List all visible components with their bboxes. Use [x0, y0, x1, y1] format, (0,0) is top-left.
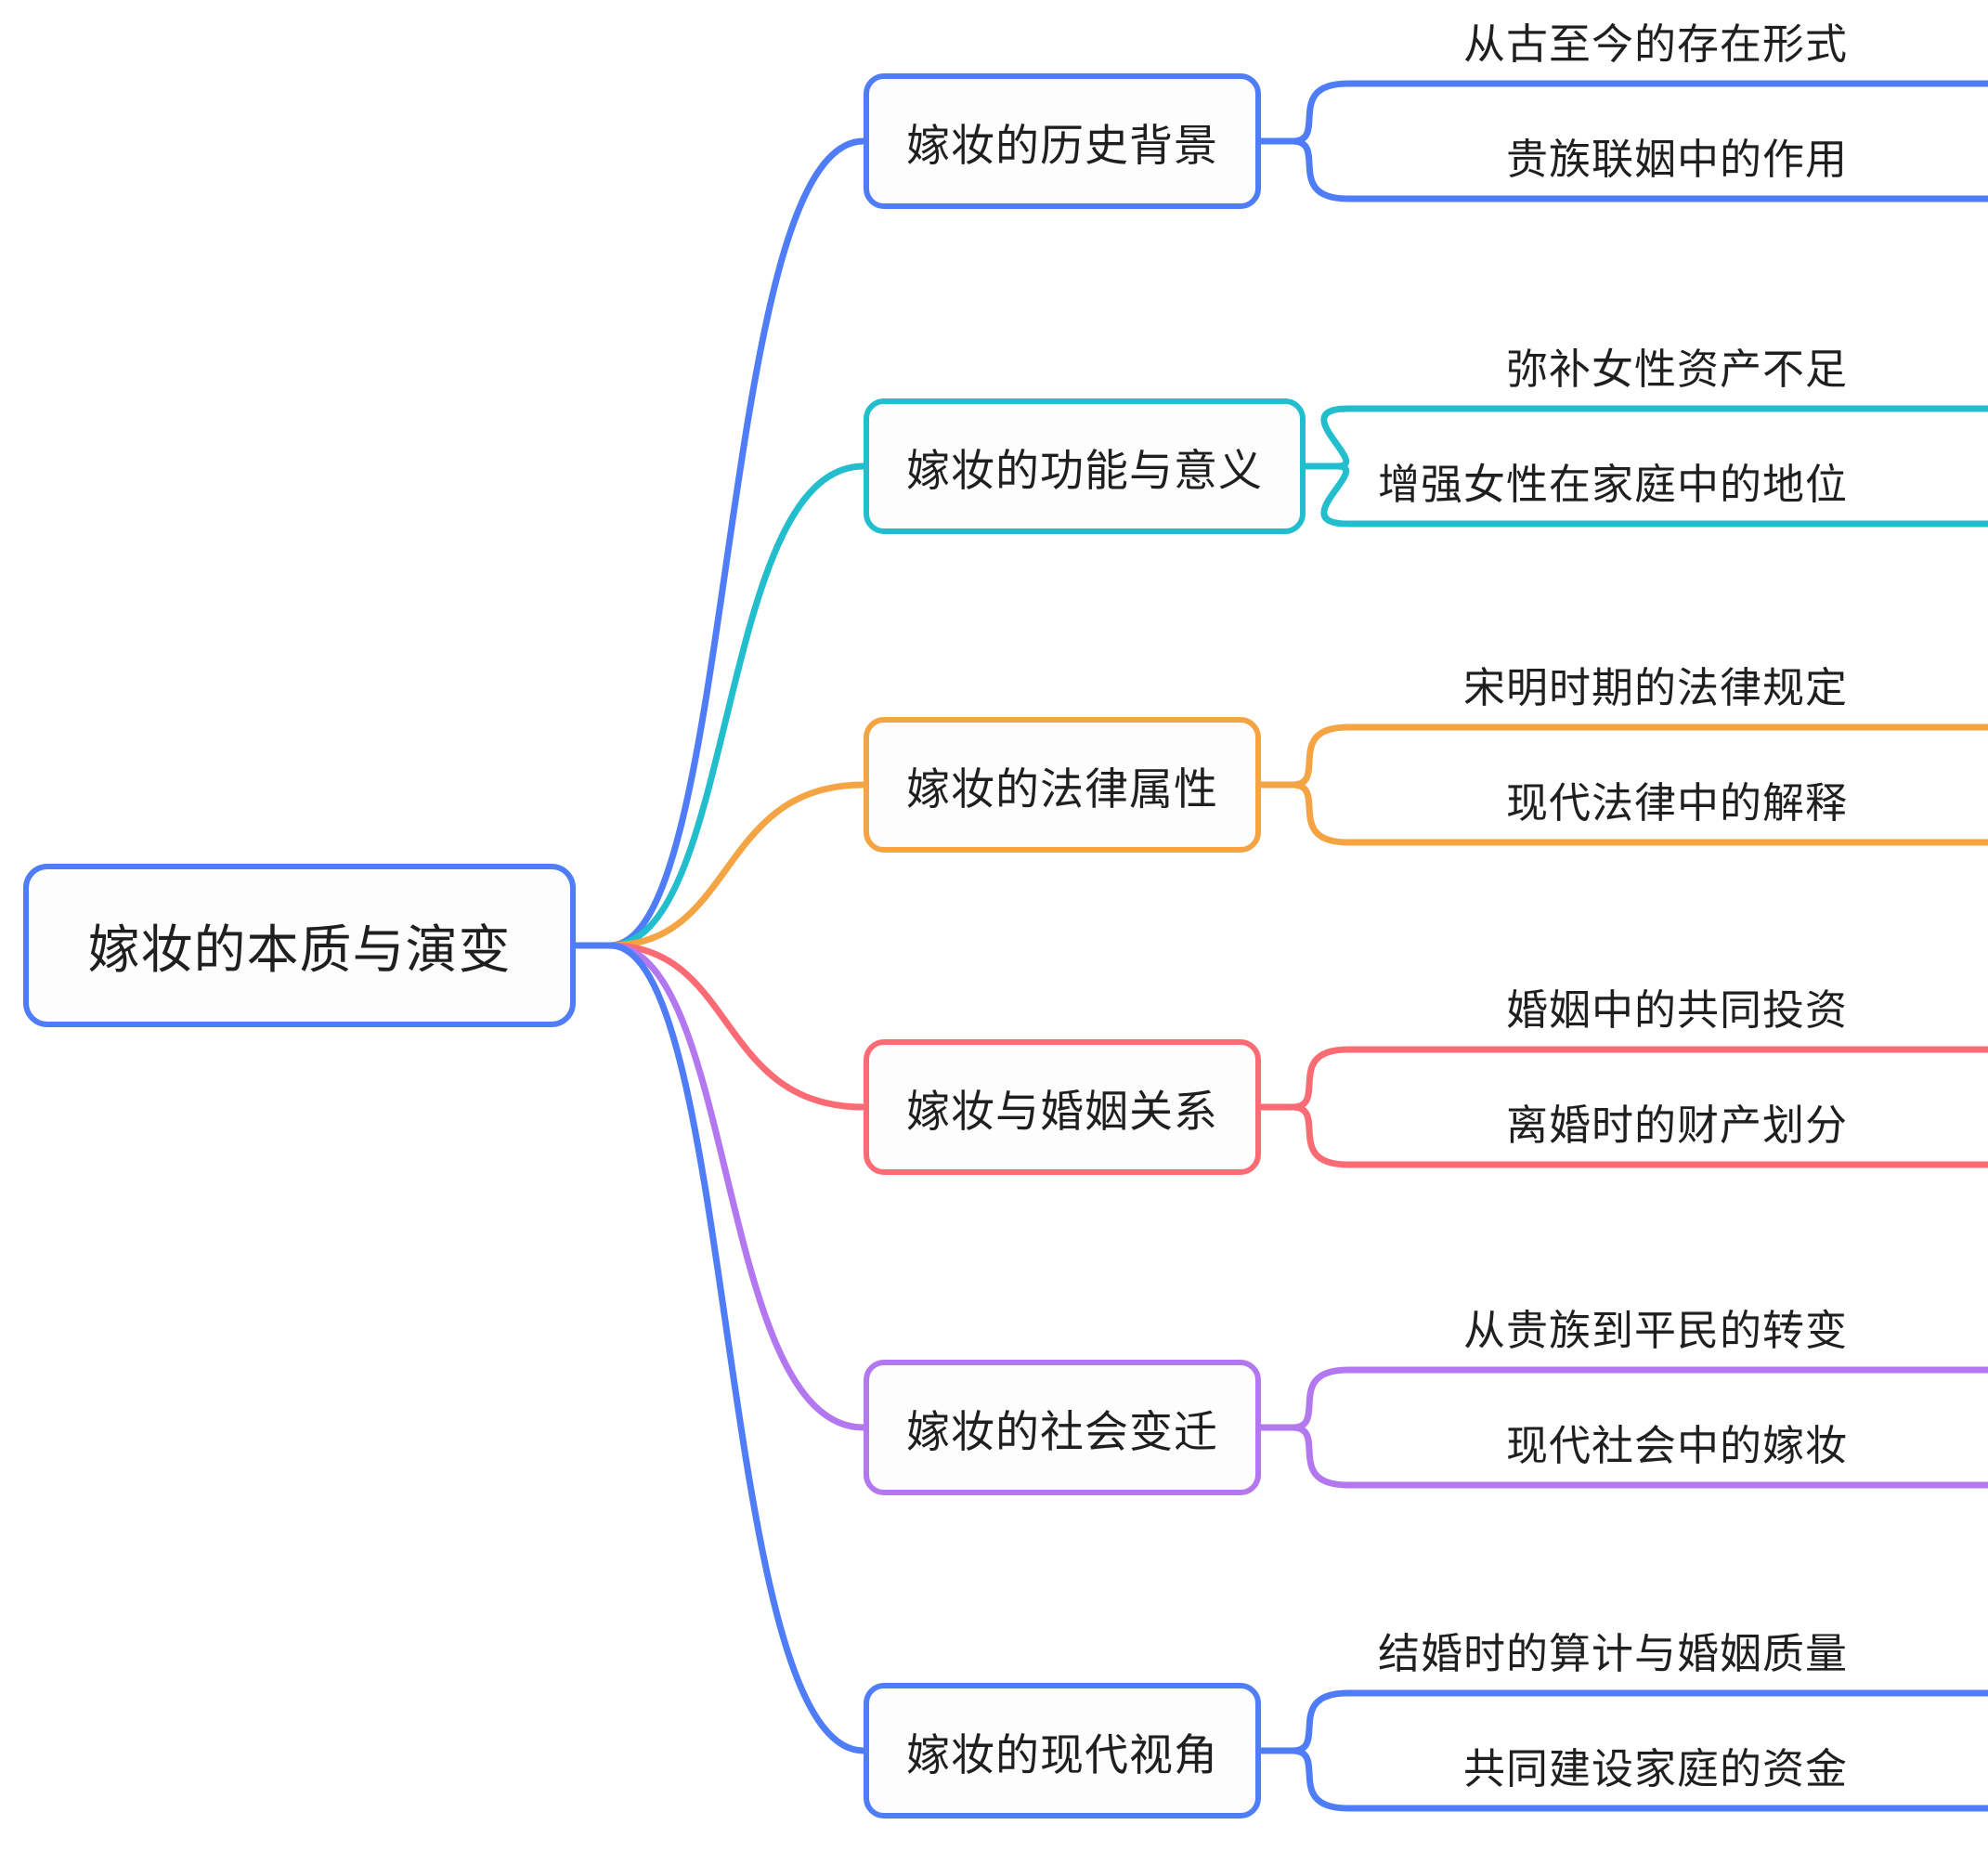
leaf-node-1-2[interactable]: 贵族联姻中的作用 [0, 125, 1848, 199]
leaf-node-label: 结婚时的算计与婚姻质量 [1377, 1630, 1848, 1677]
branch-node-2[interactable]: 嫁妆的功能与意义 [864, 398, 1306, 534]
leaf-node-label: 贵族联姻中的作用 [1505, 136, 1848, 183]
leaf-node-4-2[interactable]: 离婚时的财产划分 [0, 1091, 1848, 1165]
branch-node-4[interactable]: 嫁妆与婚姻关系 [864, 1039, 1261, 1175]
leaf-node-3-2[interactable]: 现代法律中的解释 [0, 769, 1848, 842]
leaf-node-6-1[interactable]: 结婚时的算计与婚姻质量 [0, 1620, 1848, 1693]
leaf-node-5-2[interactable]: 现代社会中的嫁妆 [0, 1412, 1848, 1485]
leaf-node-2-2[interactable]: 增强女性在家庭中的地位 [0, 450, 1848, 524]
leaf-node-label: 宋明时期的法律规定 [1462, 664, 1848, 711]
leaf-node-label: 现代法律中的解释 [1505, 779, 1848, 827]
branch-node-label: 嫁妆的社会变迁 [906, 1406, 1218, 1456]
branch-node-3[interactable]: 嫁妆的法律属性 [864, 717, 1261, 853]
branch-node-label: 嫁妆的现代视角 [906, 1729, 1218, 1779]
leaf-node-label: 从贵族到平民的转变 [1462, 1307, 1848, 1354]
leaf-node-label: 现代社会中的嫁妆 [1505, 1422, 1848, 1469]
leaf-node-label: 从古至今的存在形式 [1462, 20, 1848, 68]
leaf-node-4-1[interactable]: 婚姻中的共同投资 [0, 976, 1848, 1049]
branch-node-label: 嫁妆的功能与意义 [906, 445, 1263, 495]
root-node[interactable]: 嫁妆的本质与演变 [23, 864, 576, 1027]
leaf-node-label: 婚姻中的共同投资 [1505, 986, 1848, 1034]
leaf-node-label: 弥补女性资产不足 [1505, 345, 1848, 393]
branch-node-label: 嫁妆与婚姻关系 [906, 1086, 1218, 1136]
leaf-node-label: 增强女性在家庭中的地位 [1377, 461, 1848, 508]
branch-node-label: 嫁妆的法律属性 [906, 763, 1218, 814]
leaf-node-1-1[interactable]: 从古至今的存在形式 [0, 10, 1848, 84]
leaf-node-3-1[interactable]: 宋明时期的法律规定 [0, 654, 1848, 727]
leaf-node-2-1[interactable]: 弥补女性资产不足 [0, 335, 1848, 409]
leaf-node-6-2[interactable]: 共同建设家庭的资金 [0, 1735, 1848, 1808]
branch-node-6[interactable]: 嫁妆的现代视角 [864, 1683, 1261, 1818]
branch-node-label: 嫁妆的历史背景 [906, 120, 1218, 170]
branch-node-5[interactable]: 嫁妆的社会变迁 [864, 1360, 1261, 1495]
leaf-node-5-1[interactable]: 从贵族到平民的转变 [0, 1297, 1848, 1370]
leaf-node-label: 共同建设家庭的资金 [1462, 1745, 1848, 1792]
branch-node-1[interactable]: 嫁妆的历史背景 [864, 73, 1261, 209]
leaf-node-label: 离婚时的财产划分 [1505, 1101, 1848, 1149]
